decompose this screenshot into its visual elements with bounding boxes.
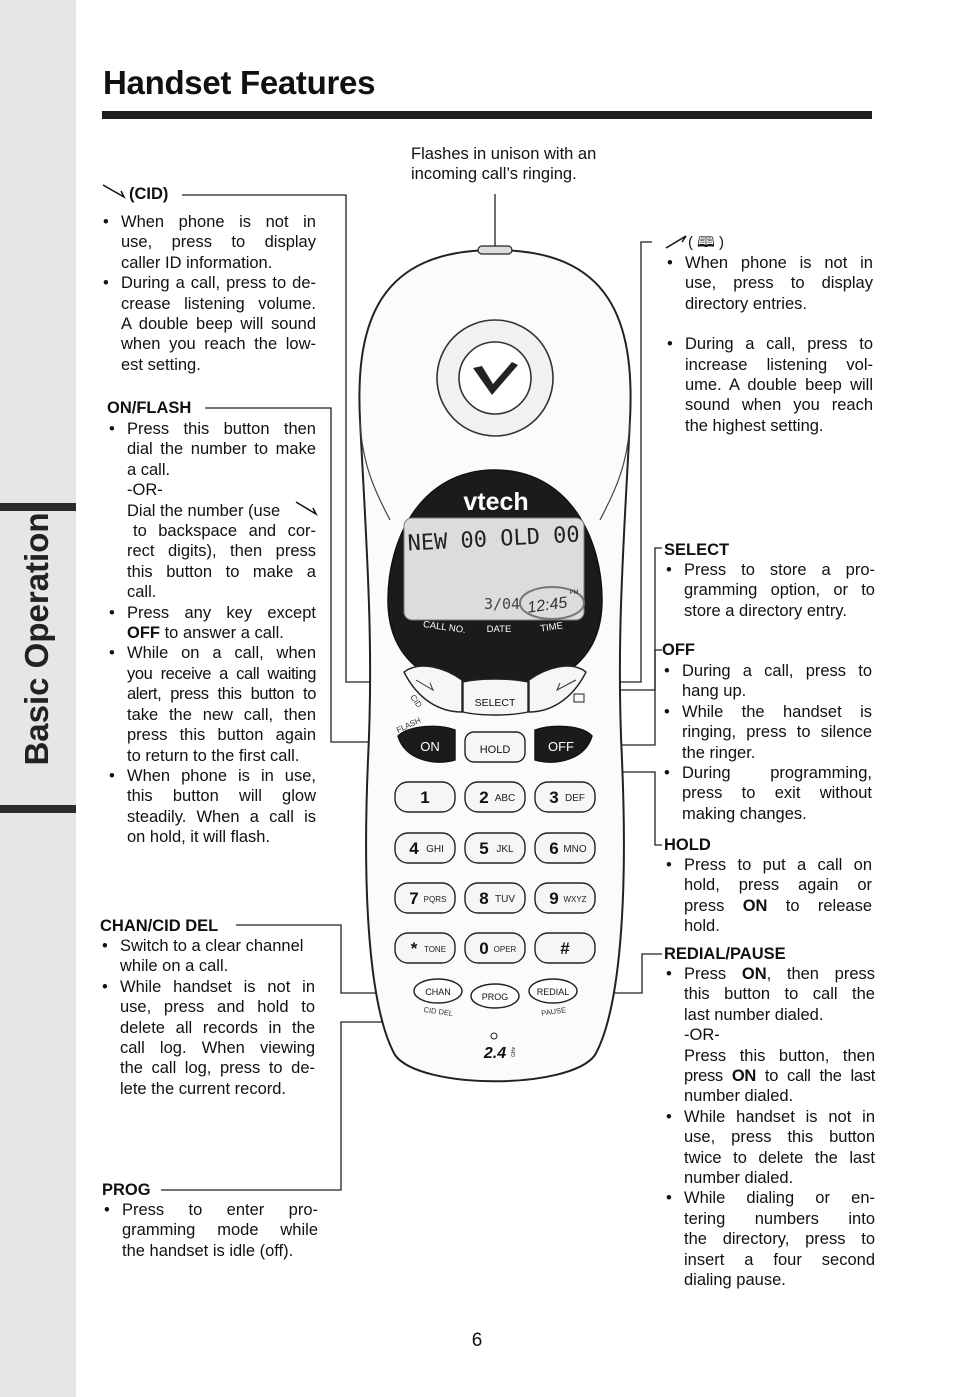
- off-button: [534, 725, 593, 763]
- key-2-button[interactable]: [464, 781, 526, 813]
- key-2-letters: ABC: [495, 793, 516, 804]
- prog-heading: PROG: [102, 1181, 151, 1199]
- onflash-heading: ON/FLASH: [107, 399, 192, 417]
- key-3-letters: DEF: [565, 793, 585, 804]
- lcd-date: 3/04: [484, 595, 520, 613]
- prog-description: Press to enter pro- gramming mode while …: [102, 1200, 318, 1261]
- lcd-time: 12:45: [526, 594, 568, 616]
- key-*-letters: TONE: [424, 945, 446, 954]
- key-9-digit: 9: [549, 889, 558, 908]
- on-button: [397, 725, 456, 763]
- key-6-letters: MNO: [563, 844, 587, 855]
- hold-heading: HOLD: [664, 836, 711, 854]
- cid-key-icon: [102, 184, 126, 199]
- redial-label: REDIAL: [537, 987, 570, 997]
- select-heading: SELECT: [664, 541, 730, 559]
- off-heading: OFF: [662, 641, 695, 659]
- off-label: OFF: [548, 739, 574, 754]
- chan-button: [413, 978, 463, 1004]
- directory-arrow-icon: [555, 679, 577, 692]
- key-3-button[interactable]: [534, 781, 596, 813]
- key-3-digit: 3: [549, 788, 558, 807]
- on-label: ON: [420, 739, 440, 754]
- chan-label: CHAN: [425, 987, 451, 997]
- lcd-ampm: PM: [570, 590, 579, 596]
- redial-description: Press ON, then press this button to call…: [664, 964, 875, 1291]
- page-number: 6: [471, 1330, 483, 1351]
- chan-heading: CHAN/CID DEL: [100, 917, 219, 935]
- key-6-digit: 6: [549, 839, 558, 858]
- time-highlight: [519, 586, 585, 620]
- key-8-button[interactable]: [464, 882, 526, 914]
- hold-description: Press to put a call on hold, press again…: [664, 855, 872, 937]
- keypad: 1 2 ABC 3 DEF 4 GHI 5 JKL 6 MNO 7 PQRS 8 TUV 9 WXYZ * TONE…: [394, 781, 596, 964]
- key-*-digit: *: [411, 939, 418, 958]
- prog-button: [470, 983, 520, 1009]
- brand-logo: vtech: [463, 488, 528, 516]
- label-date: DATE: [487, 624, 512, 635]
- key-5-digit: 5: [479, 839, 488, 858]
- key-1-button[interactable]: [394, 781, 456, 813]
- section-tab: [0, 503, 76, 813]
- leader-onflash: [205, 407, 396, 743]
- vtech-v-icon: [473, 362, 518, 395]
- ghz-badge: 2.4: [483, 1045, 506, 1062]
- dir-description: When phone is not in use, press to displ…: [665, 253, 873, 436]
- chan-description: Switch to a clear channel while on a cal…: [100, 936, 315, 1099]
- hold-button: [464, 731, 526, 763]
- key-8-letters: TUV: [495, 894, 515, 905]
- key-*-button[interactable]: [394, 932, 456, 964]
- select-button: [462, 678, 529, 716]
- backspace-key-icon: [295, 501, 318, 516]
- cid-heading: (CID): [129, 185, 169, 203]
- select-description: Press to store a pro- gramming option, o…: [664, 560, 875, 621]
- ringer-indicator-note: Flashes in unison with an incoming call’…: [411, 145, 597, 184]
- key-1-digit: 1: [420, 788, 429, 807]
- select-label: SELECT: [475, 697, 516, 709]
- key-9-letters: WXYZ: [563, 895, 586, 904]
- key-4-digit: 4: [409, 839, 419, 858]
- pause-label: PAUSE: [541, 1005, 567, 1017]
- key-0-digit: 0: [479, 939, 488, 958]
- key-#-button[interactable]: [534, 932, 596, 964]
- onflash-description: Press this button then dial the number t…: [107, 419, 316, 848]
- key-5-letters: JKL: [496, 844, 514, 855]
- book-icon: [573, 693, 585, 703]
- cid-del-label: CID DEL: [423, 1005, 454, 1018]
- cid-description: When phone is not in use, press to displ…: [101, 212, 316, 375]
- key-5-button[interactable]: [464, 832, 526, 864]
- off-description: During a call, press to hang up. While t…: [662, 661, 872, 824]
- key-4-letters: GHI: [426, 844, 444, 855]
- prog-label: PROG: [482, 992, 509, 1002]
- dir-heading: ( 🕮 ): [688, 233, 725, 251]
- key-0-button[interactable]: [464, 932, 526, 964]
- key-4-button[interactable]: [394, 832, 456, 864]
- page-title: Handset Features: [103, 64, 376, 101]
- key-#-digit: #: [560, 939, 570, 958]
- key-9-button[interactable]: [534, 882, 596, 914]
- microphone-icon: [490, 1032, 498, 1040]
- key-7-button[interactable]: [394, 882, 456, 914]
- title-rule: [102, 111, 872, 119]
- hold-label: HOLD: [480, 744, 511, 756]
- key-7-digit: 7: [409, 889, 418, 908]
- key-7-letters: PQRS: [424, 895, 447, 904]
- cid-arrow-icon: [415, 679, 435, 692]
- dir-key-icon: [665, 235, 687, 249]
- label-time: TIME: [540, 620, 564, 634]
- redial-button: [528, 978, 578, 1004]
- ghz-unit: GHz: [511, 1047, 517, 1058]
- redial-heading: REDIAL/PAUSE: [664, 945, 786, 963]
- key-8-digit: 8: [479, 889, 488, 908]
- key-0-letters: OPER: [494, 945, 517, 954]
- lcd-screen: [403, 517, 585, 621]
- key-2-digit: 2: [479, 788, 488, 807]
- key-6-button[interactable]: [534, 832, 596, 864]
- book-icon-glyph: 🕮: [697, 233, 715, 251]
